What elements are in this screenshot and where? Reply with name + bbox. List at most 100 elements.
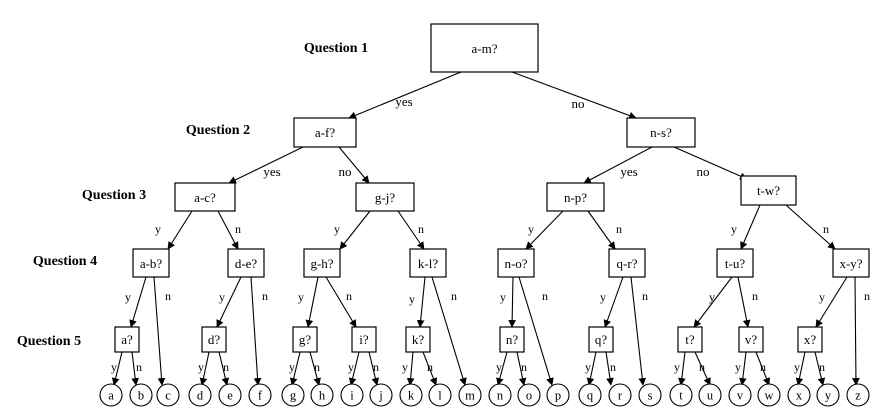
edge-q5-6-yes (586, 351, 597, 386)
leaf-c: c (156, 383, 180, 407)
leaf-t: t (669, 383, 693, 407)
node-label: t-w? (757, 183, 780, 198)
edge-label-y: y (125, 290, 131, 304)
question-node-a-m: a-m? (430, 23, 539, 73)
edge-label-yes: yes (620, 164, 637, 179)
edge-label-yes: yes (263, 164, 280, 179)
edge-label-n: n (819, 360, 825, 374)
leaf-circle (698, 383, 722, 407)
leaf-label: r (618, 389, 623, 403)
edge-a-c-to-d-e (217, 210, 239, 250)
question-node-g-h: g-h? (303, 248, 341, 278)
node-label: v? (745, 332, 758, 347)
edge-label-n: n (823, 222, 829, 236)
leaf-label: b (138, 389, 144, 403)
leaf-circle (129, 383, 153, 407)
leaf-circle (846, 383, 870, 407)
edge-label-n: n (542, 289, 548, 303)
leaf-o: o (517, 383, 541, 407)
node-label: t-u? (725, 256, 745, 271)
leaf-label: e (227, 389, 233, 403)
edge-q-r-to-q (603, 276, 624, 328)
edge-label-n: n (642, 289, 648, 303)
edge-n-o-to-p (518, 276, 554, 386)
edge-g-h-to-g (305, 276, 319, 328)
edge-label-y: y (819, 290, 825, 304)
edge-x-y-to-z (852, 276, 860, 386)
leaf-label: g (290, 389, 297, 403)
edge-label-y: y (219, 290, 225, 304)
node-label: a-c? (194, 190, 216, 205)
edge-label-n: n (699, 360, 705, 374)
edge-label-n: n (616, 222, 622, 236)
leaf-label: m (465, 389, 475, 403)
leaf-circle (281, 383, 305, 407)
leaf-circle (488, 383, 512, 407)
edge-q5-1-no (218, 351, 230, 386)
node-label: g-h? (310, 256, 333, 271)
edge-n-s-to-t-w (673, 146, 748, 180)
question-node-k-l: k-l? (409, 248, 447, 278)
edge-g-h-to-i (325, 276, 357, 328)
node-label: g-j? (375, 190, 395, 205)
edge-q5-7-yes (678, 351, 686, 386)
level-label-question-5: Question 5 (17, 334, 81, 349)
edge-label-no: no (697, 164, 710, 179)
node-label: d? (208, 332, 221, 347)
question-node-d: d? (201, 326, 227, 353)
question-node-k: k? (405, 326, 431, 353)
edge-label-n: n (262, 289, 268, 303)
leaf-w: w (757, 383, 781, 407)
leaf-u: u (698, 383, 722, 407)
question-node-g-j: g-j? (355, 182, 415, 212)
leaf-j: j (369, 383, 393, 407)
edge-label-n: n (346, 289, 352, 303)
leaf-e: e (218, 383, 242, 407)
edge-q5-9-no (814, 351, 826, 386)
leaf-circle (458, 383, 482, 407)
edge-q5-8-yes (739, 351, 747, 386)
edge-q5-8-no (755, 351, 771, 386)
edge-a-f-to-g-j (338, 146, 370, 184)
edge-label-y: y (334, 222, 340, 236)
edge-label-y: y (289, 360, 295, 374)
leaf-g: g (281, 383, 305, 407)
edge-label-no: no (572, 96, 585, 111)
edge-a-c-to-a-b (167, 210, 193, 250)
leaf-circle (816, 383, 840, 407)
question-node-q-r: q-r? (608, 248, 646, 278)
edge-label-n: n (864, 289, 870, 303)
edge-q5-2-no (309, 351, 321, 386)
leaf-n: n (488, 383, 512, 407)
edge-a-m-to-a-f (348, 71, 462, 119)
edge-q5-5-yes (496, 351, 508, 386)
node-label: a-b? (140, 256, 163, 271)
question-node-i: i? (351, 326, 377, 353)
edge-label-y: y (409, 292, 415, 306)
leaf-label: y (825, 389, 832, 403)
leaf-i: i (340, 383, 364, 407)
edge-q5-5-no (516, 351, 527, 386)
edge-label-n: n (760, 360, 766, 374)
leaf-label: x (796, 389, 803, 403)
leaf-circle (546, 383, 570, 407)
leaf-label: i (350, 389, 354, 403)
edge-q5-4-yes (406, 351, 415, 386)
question-node-t-w: t-w? (740, 175, 797, 206)
edge-q5-7-no (694, 351, 711, 386)
edge-t-u-to-t (693, 276, 733, 328)
edge-g-j-to-k-l (397, 210, 425, 250)
edge-label-n: n (136, 360, 142, 374)
leaf-circle (608, 383, 632, 407)
question-node-a-b: a-b? (132, 248, 170, 278)
leaf-circle (578, 383, 602, 407)
level-label-question-2: Question 2 (186, 123, 250, 138)
edge-label-no: no (339, 164, 352, 179)
edge-label-n: n (373, 360, 379, 374)
edge-t-w-to-x-y (785, 204, 836, 250)
node-label: a? (121, 332, 133, 347)
question-node-t-u: t-u? (716, 248, 754, 278)
level-label-question-4: Question 4 (33, 254, 97, 269)
node-label: x? (804, 332, 817, 347)
leaf-label: o (526, 389, 532, 403)
